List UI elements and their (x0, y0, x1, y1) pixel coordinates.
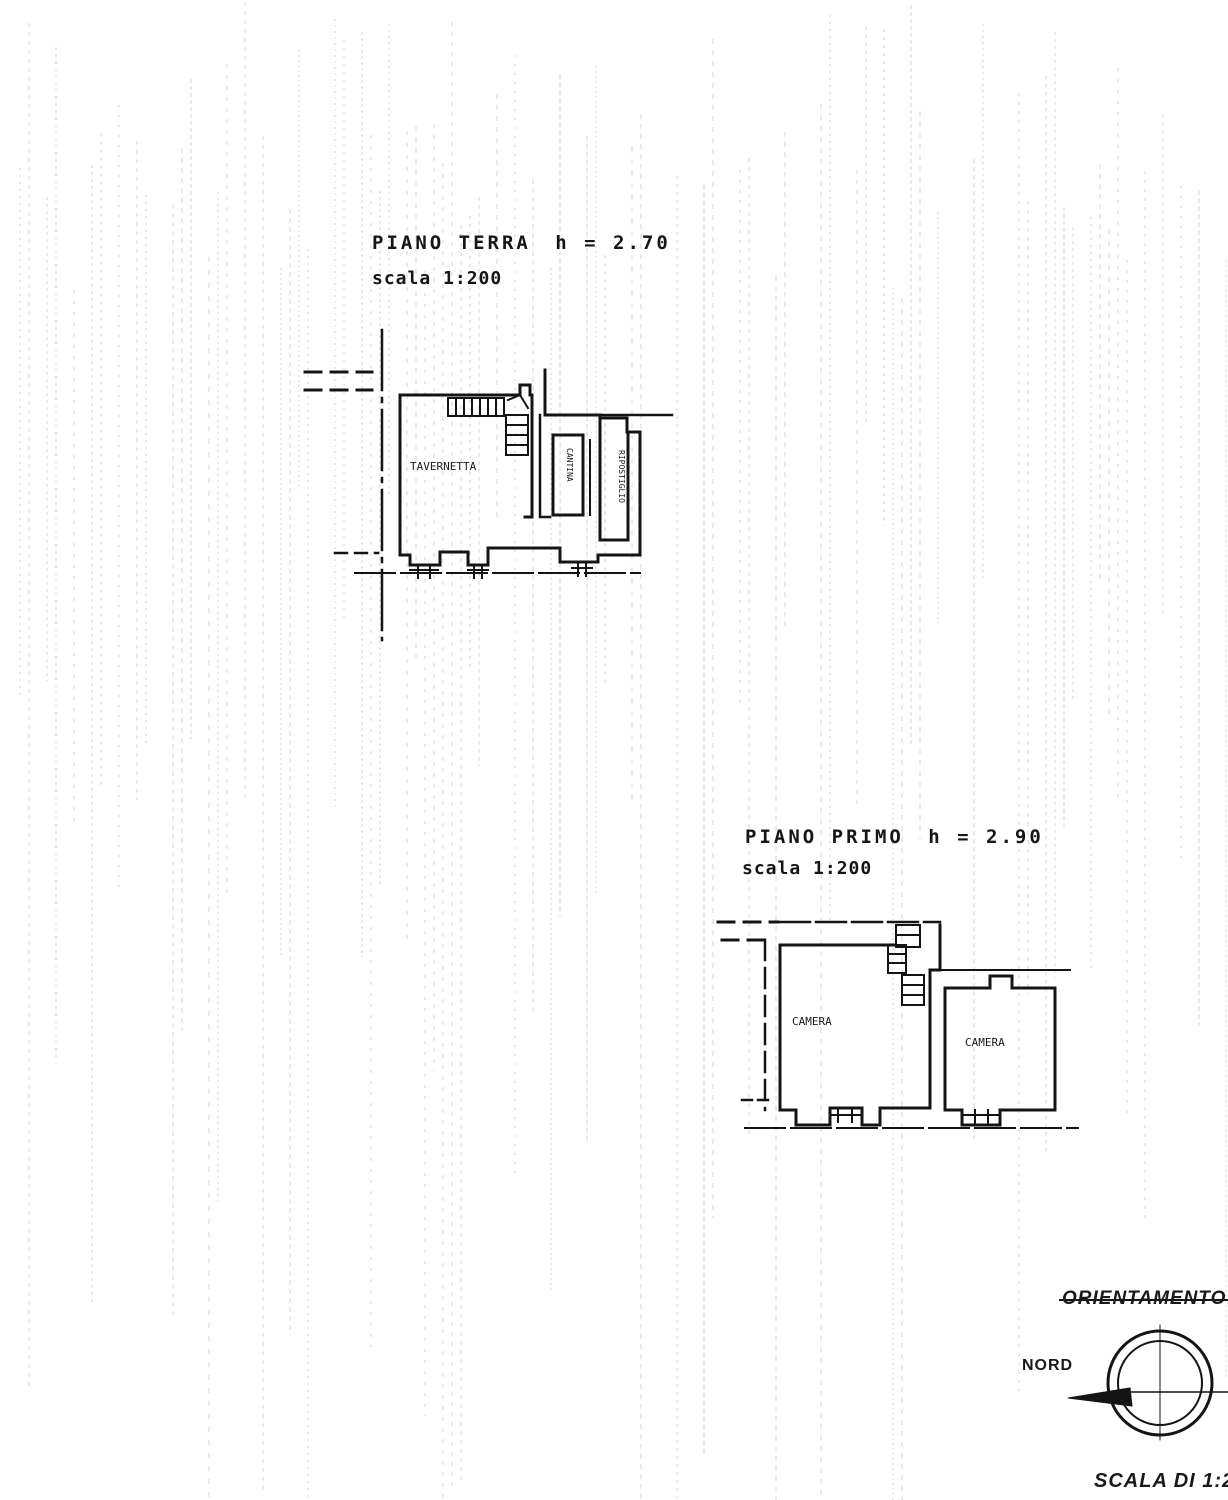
room-label-cantina: CANTINA (565, 448, 574, 482)
ground-floor-title-text: PIANO TERRA (372, 232, 531, 254)
room-label-camera-left: CAMERA (792, 1015, 832, 1028)
ground-floor-scale: scala 1:200 (372, 268, 503, 289)
ground-floor-height: h = 2.70 (555, 232, 671, 254)
north-label: NORD (1022, 1357, 1074, 1374)
first-floor-title: PIANO PRIMO h = 2.90 (745, 826, 1044, 848)
first-floor-title-text: PIANO PRIMO (745, 826, 904, 848)
first-floor-height: h = 2.90 (928, 826, 1044, 848)
room-label-camera-right: CAMERA (965, 1036, 1005, 1049)
scale-bar-label: SCALA DI 1:2 (1094, 1470, 1228, 1492)
orientation-compass (1059, 1299, 1228, 1441)
ground-floor-title: PIANO TERRA h = 2.70 (372, 232, 671, 254)
ground-floor-plan (303, 328, 674, 642)
room-label-ripostiglio: RIPOSTIGLIO (617, 450, 626, 503)
room-label-tavernetta: TAVERNETTA (410, 460, 477, 473)
first-floor-scale: scala 1:200 (742, 858, 873, 879)
first-floor-plan (716, 920, 1079, 1129)
orientation-label: ORIENTAMENTO (1062, 1288, 1227, 1309)
